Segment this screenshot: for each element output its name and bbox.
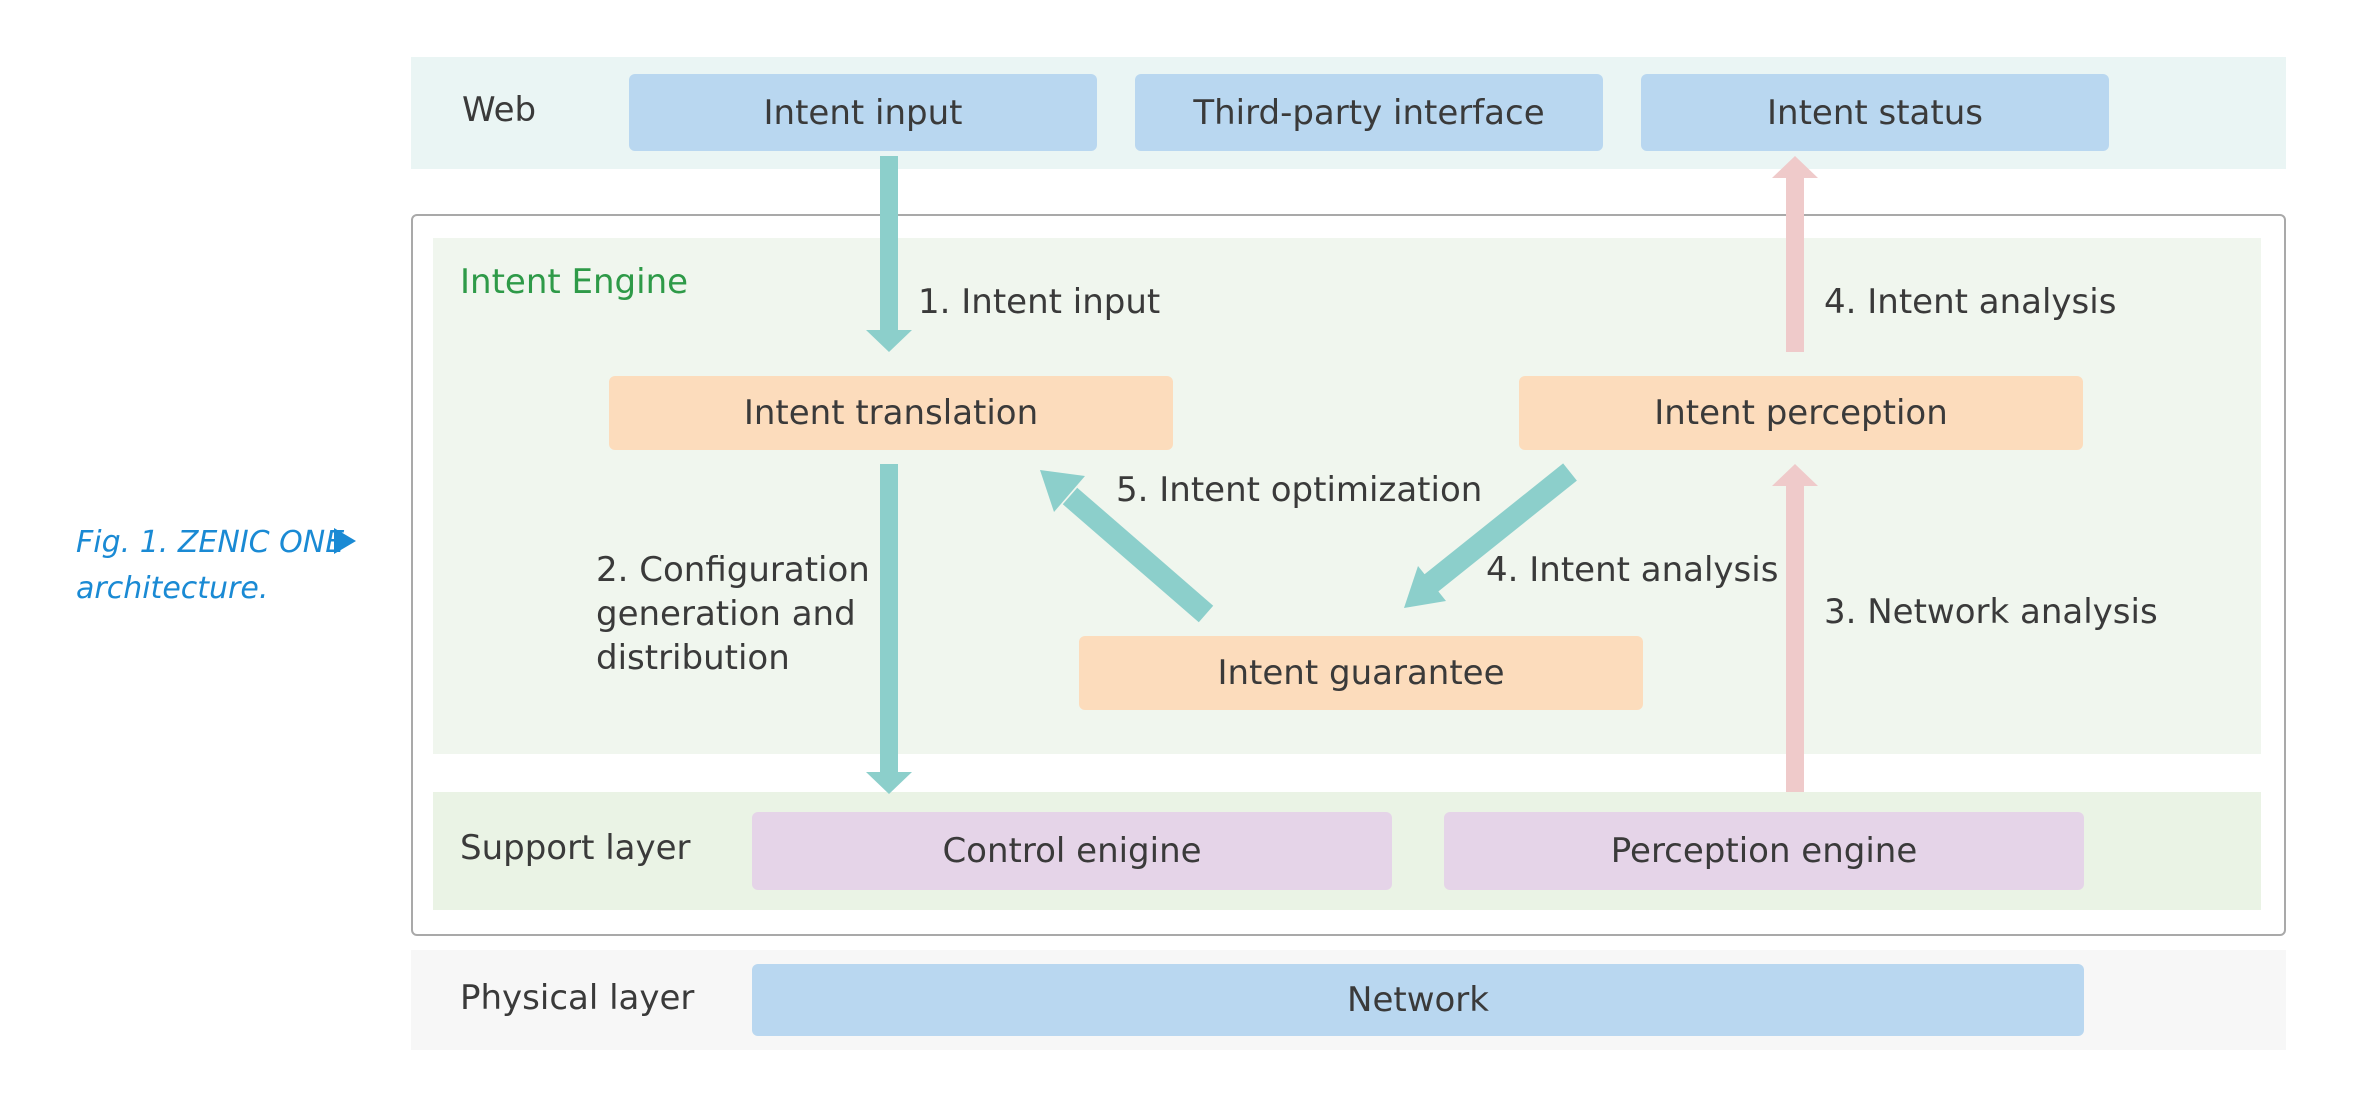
step5-label: 5. Intent optimization [1116,470,1483,510]
figure-caption: Fig. 1. ZENIC ONE architecture. [76,520,344,612]
intent-perception-box: Intent perception [1519,376,2083,450]
intent-translation-box: Intent translation [609,376,1173,450]
control-engine-box: Control enigine [752,812,1392,890]
step2-label: 2. Configuration generation and distribu… [596,548,870,680]
perception-engine-box: Perception engine [1444,812,2084,890]
support-layer-label: Support layer [460,828,691,868]
figure-caption-line2: architecture. [76,571,269,606]
step2-label-line3: distribution [596,638,790,678]
network-box: Network [752,964,2084,1036]
web-layer-label: Web [462,90,537,130]
system-frame [411,214,2286,936]
step2-label-line2: generation and [596,594,856,634]
intent-guarantee-box: Intent guarantee [1079,636,1643,710]
third-party-interface-box: Third-party interface [1135,74,1603,151]
intent-engine-label: Intent Engine [460,262,689,302]
step2-label-line1: 2. Configuration [596,550,870,590]
step4-upper-label: 4. Intent analysis [1824,282,2117,322]
intent-status-box: Intent status [1641,74,2109,151]
step3-label: 3. Network analysis [1824,592,2158,632]
physical-layer-label: Physical layer [460,978,695,1018]
step4-lower-label: 4. Intent analysis [1486,550,1779,590]
figure-caption-line1: Fig. 1. ZENIC ONE [76,525,345,560]
step1-label: 1. Intent input [918,282,1161,322]
intent-input-box: Intent input [629,74,1097,151]
